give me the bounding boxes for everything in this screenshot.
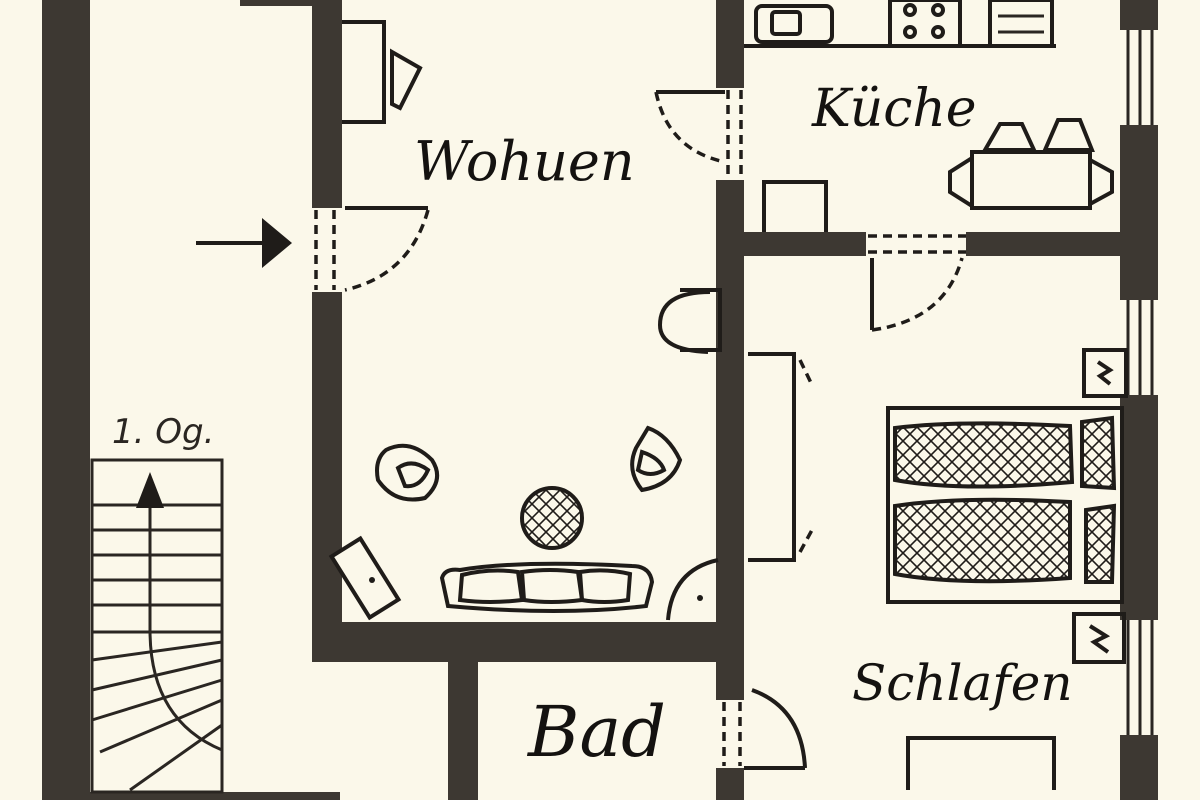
room-label-wohnen: Wohuen	[414, 130, 635, 193]
lamp-bottom-icon	[1088, 624, 1111, 654]
staircase: 1. Og.	[90, 412, 224, 794]
dining-table	[970, 150, 1092, 210]
chair-left	[948, 154, 974, 210]
outer-wall-right-c	[1120, 395, 1158, 620]
wall-top-strip	[240, 0, 312, 6]
entrance-arrow-icon	[196, 218, 292, 268]
wall-bath-left	[448, 662, 478, 800]
room-label-schlafen: Schlafen	[852, 654, 1073, 712]
walls	[42, 0, 1158, 800]
chair-top-2	[1041, 118, 1095, 152]
room-label-bad: Bad	[526, 691, 666, 773]
nightstand-bottom	[1072, 612, 1126, 664]
dresser	[906, 736, 1056, 790]
chair-right	[1088, 156, 1114, 208]
stove	[888, 0, 962, 48]
outer-wall-right-b	[1120, 125, 1158, 300]
chair-top-1	[981, 122, 1038, 152]
cabinet-door	[390, 48, 423, 111]
kitchen-stool	[762, 180, 828, 232]
outer-wall-left	[42, 0, 90, 800]
room-label-kueche: Küche	[811, 79, 977, 139]
wall-living-left-upper	[312, 0, 342, 208]
wall-living-bottom	[312, 622, 742, 662]
wall-living-left-lower	[312, 292, 342, 662]
outer-wall-right-d	[1120, 735, 1158, 800]
armchair-left	[375, 443, 440, 502]
room-heater	[657, 290, 711, 354]
door-kitchen-bedroom	[868, 234, 966, 332]
room-labels: Wohuen Küche Bad Schlafen	[414, 79, 1073, 773]
bedroom-furniture	[748, 348, 1128, 790]
stair-up-arrow-icon	[136, 472, 164, 508]
door-living-kitchen	[654, 90, 743, 180]
doors	[314, 90, 966, 770]
bed-right-mattress	[893, 497, 1072, 584]
wall-center-upper	[716, 0, 744, 88]
lamp-top-icon	[1096, 360, 1114, 386]
pillow-top	[1080, 415, 1117, 491]
wall-center-lower	[716, 768, 744, 800]
outer-wall-right-a	[1120, 0, 1158, 30]
stair-walkline	[148, 505, 223, 752]
kitchen-furniture	[744, 0, 1114, 232]
stair-frame	[90, 458, 224, 794]
wall-center-mid	[716, 180, 744, 700]
wall-bottom-left	[90, 792, 340, 800]
wall-kitchen-bottom-left	[716, 232, 866, 256]
living-room-furniture	[328, 20, 722, 621]
cabinet	[342, 20, 386, 124]
wall-kitchen-bottom-right	[966, 232, 1126, 256]
sofa	[439, 561, 655, 613]
corner-table	[666, 558, 719, 621]
double-bed	[886, 406, 1124, 604]
bed-left-mattress	[893, 421, 1075, 489]
door-entrance	[314, 206, 430, 292]
round-table	[520, 486, 584, 550]
side-cabinet	[328, 535, 402, 621]
door-bath	[722, 688, 807, 770]
pillow-bottom	[1084, 503, 1117, 584]
stair-treads	[91, 503, 223, 792]
nightstand-top	[1082, 348, 1128, 398]
window-bedroom-lower	[1126, 620, 1154, 735]
stair-floor-label: 1. Og.	[112, 412, 214, 452]
wardrobe	[748, 352, 796, 562]
kitchen-cupboard	[988, 0, 1054, 48]
window-kitchen	[1126, 30, 1154, 125]
window-bedroom-upper	[1126, 300, 1154, 395]
